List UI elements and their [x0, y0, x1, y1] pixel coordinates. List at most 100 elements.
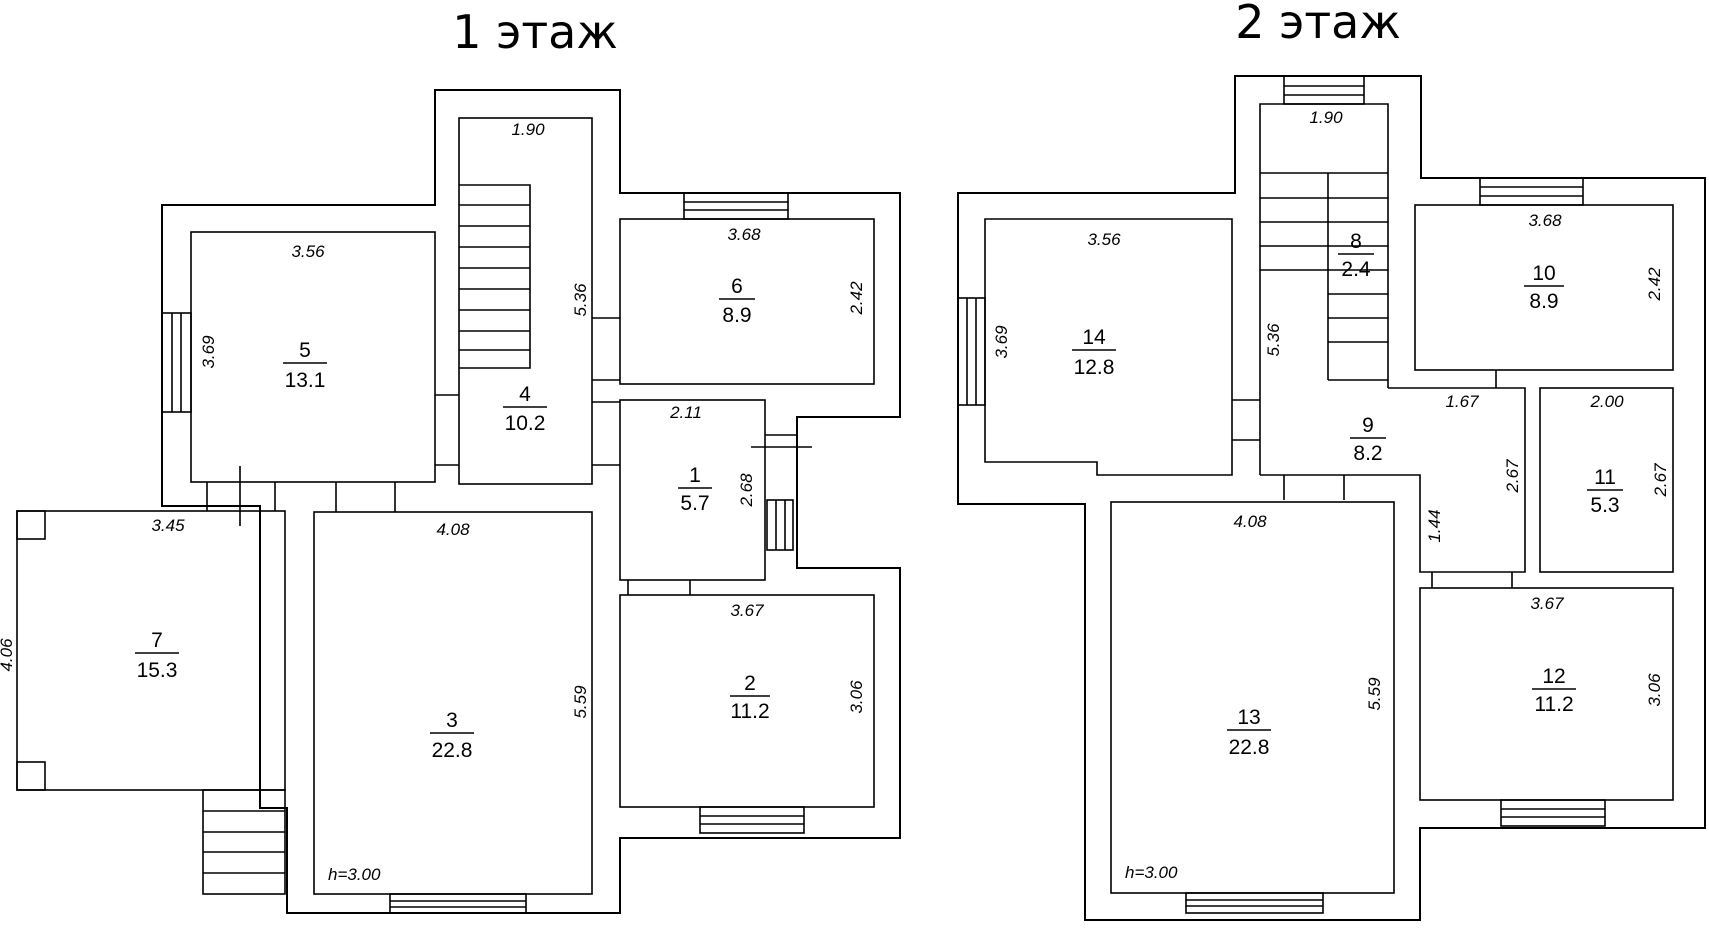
- window: [1185, 892, 1324, 914]
- stair-2-treads: [1260, 172, 1388, 381]
- room-area: 10.2: [505, 412, 546, 435]
- room-3-walls: [313, 511, 593, 895]
- dimension-label: 4.06: [0, 638, 16, 672]
- room-area: 2.4: [1341, 258, 1371, 281]
- dimension-label: 3.56: [1087, 230, 1121, 249]
- room-label-10: 10 8.9: [1524, 262, 1564, 313]
- stair-1-treads: [459, 204, 530, 351]
- room-13-walls: [1110, 501, 1395, 894]
- room-area: 8.9: [722, 304, 751, 327]
- ceiling-height-label: h=3.00: [1125, 863, 1178, 882]
- room-label-9: 9 8.2: [1350, 414, 1386, 465]
- room-area: 5.7: [680, 492, 709, 515]
- room-11-walls: [1539, 387, 1674, 573]
- dimension-label: 3.06: [847, 680, 866, 714]
- room-number: 12: [1542, 665, 1565, 688]
- floor-1-plan: 1 этаж: [0, 5, 901, 914]
- room-area: 8.9: [1529, 290, 1558, 313]
- room-label-8: 8 2.4: [1338, 230, 1374, 281]
- room-label-6: 6 8.9: [719, 275, 755, 327]
- dimension-label: 5.36: [571, 283, 590, 317]
- dimension-label: 5.36: [1264, 323, 1283, 357]
- dimension-label: 4.08: [1233, 512, 1267, 531]
- room-area: 22.8: [432, 739, 473, 762]
- room-label-4: 4 10.2: [503, 383, 547, 435]
- dimension-label: 3.06: [1645, 673, 1664, 707]
- room-4-walls: [458, 117, 593, 485]
- stair-1-outline: [459, 184, 531, 369]
- room-area: 11.2: [730, 700, 769, 723]
- floor-2-outer-wall: [957, 75, 1706, 921]
- room-number: 11: [1594, 466, 1616, 489]
- window: [699, 806, 805, 834]
- window: [683, 192, 789, 220]
- dimension-label: 2.42: [1645, 267, 1664, 302]
- dimension-label: 1.90: [511, 120, 545, 139]
- room-7-corner-post: [16, 510, 46, 540]
- dimension-label: 3.68: [727, 225, 761, 244]
- dimension-label: 2.42: [847, 281, 866, 316]
- ceiling-height-label: h=3.00: [328, 865, 381, 884]
- room-number: 4: [519, 383, 531, 406]
- entrance-steps: [766, 499, 794, 551]
- dimension-label: 3.56: [291, 242, 325, 261]
- dimension-label: 1.44: [1425, 509, 1444, 542]
- room-area: 5.3: [1590, 494, 1619, 517]
- room-label-5: 5 13.1: [283, 339, 327, 392]
- dimension-label: 5.59: [571, 685, 590, 719]
- room-number: 9: [1362, 414, 1374, 437]
- dimension-label: 2.11: [669, 403, 702, 422]
- window: [1479, 177, 1584, 206]
- floor-1-outer-wall: [161, 89, 901, 914]
- room-number: 10: [1532, 262, 1555, 285]
- room-number: 6: [731, 275, 743, 298]
- room-area: 13.1: [285, 369, 326, 392]
- window: [957, 297, 986, 406]
- dimension-label: 5.59: [1365, 677, 1384, 711]
- room-number: 8: [1350, 230, 1362, 253]
- dimension-label: 2.68: [737, 473, 756, 508]
- room-5-walls: [190, 231, 436, 483]
- room-label-14: 14 12.8: [1072, 326, 1116, 379]
- room-number: 3: [446, 709, 458, 732]
- room-area: 11.2: [1534, 693, 1573, 716]
- terrace-steps: [202, 789, 286, 895]
- dimension-label: 2.00: [1589, 392, 1624, 411]
- room-7-walls: [16, 510, 286, 791]
- floor-2-title: 2 этаж: [1235, 0, 1401, 49]
- window: [161, 312, 192, 413]
- room-area: 8.2: [1353, 442, 1382, 465]
- room-area: 22.8: [1229, 736, 1270, 759]
- dimension-label: 3.67: [730, 601, 764, 620]
- room-number: 14: [1082, 326, 1106, 349]
- dimension-label: 3.68: [1528, 211, 1562, 230]
- room-number: 1: [689, 464, 701, 487]
- room-14-walls: [984, 218, 1233, 476]
- window: [1500, 799, 1606, 827]
- dimension-label: 3.69: [992, 325, 1011, 359]
- door-openings: [206, 317, 812, 595]
- room-label-7: 7 15.3: [135, 629, 179, 682]
- room-area: 12.8: [1074, 356, 1115, 379]
- room-label-3: 3 22.8: [430, 709, 474, 762]
- dimension-label: 1.67: [1445, 392, 1479, 411]
- dimension-label: 3.69: [199, 335, 218, 369]
- room-label-12: 12 11.2: [1532, 665, 1576, 716]
- room-area: 15.3: [137, 659, 178, 682]
- dimension-label: 1.90: [1309, 108, 1343, 127]
- room-9-walls: [1260, 387, 1526, 573]
- room-number: 2: [744, 672, 756, 695]
- dimension-label: 2.67: [1503, 459, 1522, 494]
- room-7-corner-post: [16, 761, 46, 791]
- room-number: 13: [1237, 706, 1260, 729]
- window: [1283, 75, 1365, 105]
- room-label-1: 1 5.7: [678, 464, 712, 515]
- room-label-2: 2 11.2: [730, 672, 770, 723]
- dimension-label: 3.67: [1530, 594, 1564, 613]
- dimension-label: 4.08: [436, 520, 470, 539]
- dimension-label: 3.45: [151, 516, 185, 535]
- room-number: 7: [151, 629, 163, 652]
- room-number: 5: [299, 339, 311, 362]
- room-1-walls: [619, 399, 766, 581]
